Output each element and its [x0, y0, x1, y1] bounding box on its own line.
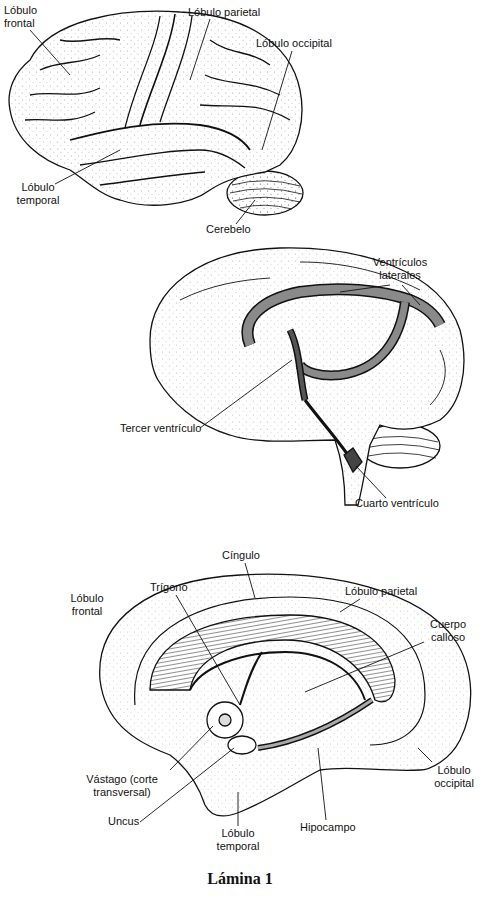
part-label: Hipocampo	[300, 821, 390, 834]
part-label: Lóbulo occipital	[256, 37, 376, 50]
part-label: Lóbulo temporal	[8, 181, 68, 207]
part-label: Lóbulo temporal	[208, 827, 268, 853]
part-label: Cíngulo	[222, 549, 292, 562]
medial-brain	[100, 563, 471, 826]
part-label: Lóbulo parietal	[345, 585, 455, 598]
part-label: Ventrículos laterales	[360, 256, 440, 282]
part-label: Trígono	[150, 581, 220, 594]
part-label: Lóbulo frontal	[4, 4, 56, 30]
ventricle-brain	[150, 248, 464, 505]
part-label: Cuarto ventrículo	[355, 497, 475, 510]
part-label: Uncus	[108, 815, 168, 828]
plate-caption: Lámina 1	[140, 870, 340, 888]
part-label: Lóbulo parietal	[188, 6, 298, 19]
part-label: Tercer ventrículo	[120, 422, 240, 435]
part-label: Vástago (corte transversal)	[66, 773, 178, 799]
part-label: Lóbulo occipital	[424, 764, 484, 790]
part-label: Cuerpo calloso	[418, 618, 478, 644]
part-label: Lóbulo frontal	[62, 592, 112, 618]
part-label: Cerebelo	[206, 223, 286, 236]
